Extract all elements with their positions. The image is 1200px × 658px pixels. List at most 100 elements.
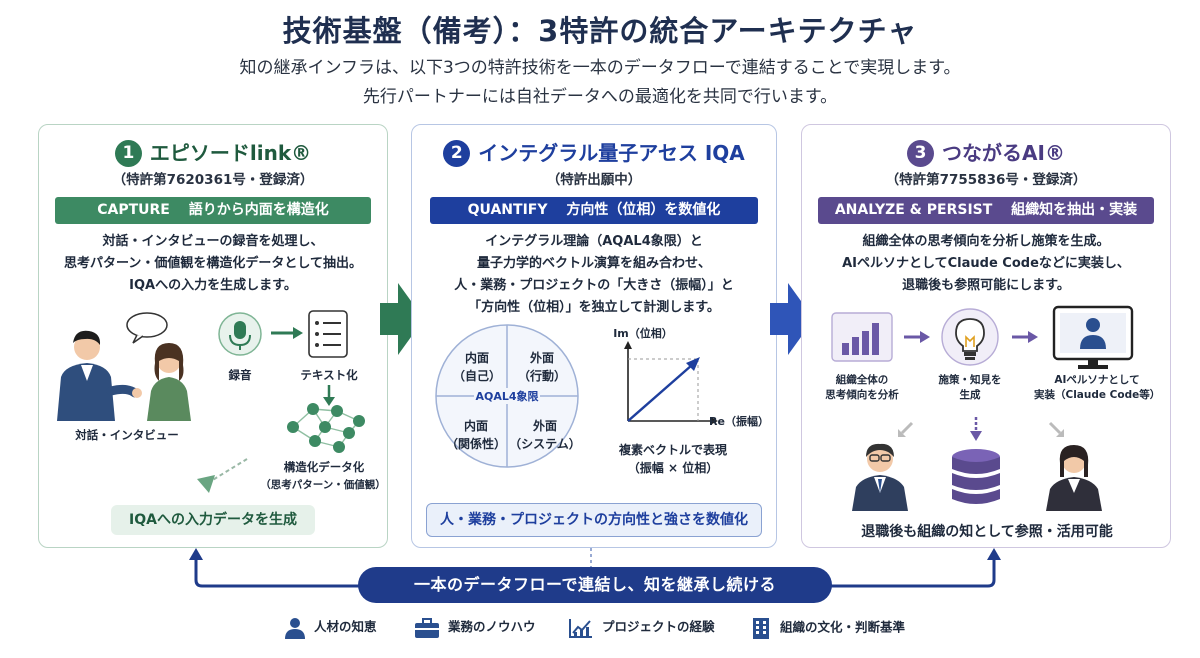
- page-title: 技術基盤（備考）：3特許の統合アーキテクチャ: [282, 14, 918, 48]
- label-dialog: 対話・インタビュー: [75, 428, 179, 442]
- page-subtitle: 知の継承インフラは、以下3つの特許技術を一本のデータフローで連結することで実現し…: [0, 54, 1200, 112]
- panel2-heading: 2 インテグラル量子アセス IQA: [412, 137, 776, 167]
- vector-caption-1: 複素ベクトルで表現: [618, 443, 727, 457]
- label-persona-line: 実装（Claude Code等）: [1034, 389, 1161, 401]
- arrow-down-icon: [323, 385, 335, 406]
- label-policy-line: 生成: [959, 389, 981, 401]
- legend-item: 人材の知恵: [284, 616, 377, 639]
- label-record: 録音: [228, 368, 252, 382]
- legend-label: 組織の文化・判断基準: [780, 619, 906, 635]
- document-list-icon: [308, 310, 348, 358]
- panel3-description: 組織全体の思考傾向を分析し施策を生成。 AIペルソナとしてClaude Code…: [802, 231, 1170, 297]
- return-arrow-right: [830, 548, 1001, 588]
- arrow-right-icon: [271, 327, 303, 339]
- panel2-desc-line: 人・業務・プロジェクトの「大きさ（振幅）」と: [454, 278, 734, 293]
- panel-iqa: 2 インテグラル量子アセス IQA （特許出願中） QUANTIFY 方向性（位相…: [411, 124, 777, 548]
- legend: 人材の知恵 業務のノウハウ プロジェクトの経験 組織の文化・判断基準: [0, 612, 1200, 642]
- network-graph-icon: [287, 403, 365, 453]
- panel3-banner: ANALYZE & PERSIST 組織知を抽出・実装: [818, 197, 1154, 224]
- businesswoman-avatar-icon: [1046, 445, 1102, 511]
- panel1-footer: IQAへの入力データを生成: [111, 505, 315, 535]
- legend-label: プロジェクトの経験: [602, 619, 715, 634]
- quadrant-sublabel: （関係性）: [445, 437, 506, 451]
- label-struct: 構造化データ化: [283, 460, 365, 474]
- legend-label: 業務のノウハウ: [448, 619, 536, 634]
- quadrant-label: 外面: [529, 351, 554, 365]
- growth-chart-icon: [569, 618, 592, 638]
- database-icon: [952, 449, 1000, 504]
- quadrant-label: 内面: [463, 419, 488, 433]
- person-icon: [285, 617, 305, 639]
- panel2-banner: QUANTIFY 方向性（位相）を数値化: [430, 197, 758, 224]
- panel3-desc-line: 退職後も参照可能にします。: [902, 278, 1070, 293]
- quadrant-sublabel: （自己）: [452, 369, 501, 383]
- subtitle-line-1: 知の継承インフラは、以下3つの特許技術を一本のデータフローで連結することで実現し…: [239, 58, 961, 78]
- lightbulb-icon: [941, 308, 999, 366]
- panel3-desc-line: 組織全体の思考傾向を分析し施策を生成。: [862, 234, 1110, 249]
- quadrant-center-label: AQAL4象限: [475, 390, 539, 403]
- panel3-title: つながるAI®: [942, 141, 1065, 165]
- label-struct-sub: （思考パターン・価値観）: [260, 479, 386, 491]
- legend-item: 組織の文化・判断基準: [750, 616, 905, 640]
- legend-item: プロジェクトの経験: [568, 616, 715, 639]
- panel2-desc-line: 「方向性（位相）」を独立して計測します。: [468, 300, 720, 315]
- panel3-heading: 3 つながるAI®: [802, 137, 1170, 167]
- label-persona: AIペルソナとして 実装（Claude Code等）: [1034, 373, 1160, 403]
- panel1-banner: CAPTURE 語りから内面を構造化: [55, 197, 371, 224]
- panel3-patent: （特許第7755836号・登録済）: [885, 172, 1087, 188]
- panel-tsunagaru-ai: 3 つながるAI® （特許第7755836号・登録済） ANALYZE & PER…: [801, 124, 1171, 548]
- panel3-desc-line: AIペルソナとしてClaude Codeなどに実装し、: [842, 256, 1130, 271]
- label-analyze-line: 思考傾向を分析: [825, 389, 899, 401]
- dashed-arrow-icon: [197, 458, 248, 493]
- label-persona-line: AIペルソナとして: [1054, 374, 1140, 386]
- panel1-number-badge: 1: [114, 140, 142, 167]
- microphone-icon: [218, 312, 262, 356]
- vector-x-label: Re（振幅）: [709, 415, 769, 428]
- panel2-footer: 人・業務・プロジェクトの方向性と強さを数値化: [426, 503, 762, 537]
- arrow-diag-icon: [898, 421, 914, 437]
- dialog-people-icon: [57, 312, 191, 421]
- arrow-right-icon: [904, 331, 930, 343]
- quadrant-outer-behavior: 外面 （行動）: [512, 349, 572, 385]
- quadrant-label: 外面: [532, 419, 557, 433]
- panel2-patent: （特許出願中）: [546, 172, 642, 188]
- panel1-description: 対話・インタビューの録音を処理し、 思考パターン・価値観を構造化データとして抽出…: [39, 231, 387, 297]
- quadrant-inner-relation: 内面 （関係性）: [444, 417, 508, 453]
- panel2-desc-line: インテグラル理論（AQAL4象限）と: [485, 234, 703, 249]
- vector-y-label: Im（位相）: [613, 327, 673, 340]
- aqal-quadrant-circle: [435, 324, 579, 468]
- panel1-patent: （特許第7620361号・登録済）: [112, 172, 314, 188]
- label-text: テキスト化: [300, 368, 358, 382]
- panel-episode-link: 1 エピソードlink® （特許第7620361号・登録済） CAPTURE 語り…: [38, 124, 388, 548]
- panel3-footer: 退職後も組織の知として参照・活用可能: [861, 524, 1113, 540]
- panel1-desc-line: IQAへの入力を生成します。: [129, 278, 297, 293]
- panel3-number-badge: 3: [907, 140, 935, 167]
- panel2-description: インテグラル理論（AQAL4象限）と 量子力学的ベクトル演算を組み合わせ、 人・…: [412, 231, 776, 319]
- businessman-avatar-icon: [852, 443, 908, 511]
- vector-caption-2: （振幅 × 位相）: [627, 461, 719, 475]
- panel1-title: エピソードlink®: [149, 141, 312, 165]
- arrow-diag-icon: [1048, 421, 1064, 437]
- panel2-number-badge: 2: [443, 140, 471, 167]
- quadrant-outer-system: 外面 （システム）: [508, 417, 582, 453]
- legend-item: 業務のノウハウ: [414, 616, 536, 639]
- monitor-persona-icon: [1052, 305, 1134, 369]
- legend-label: 人材の知恵: [314, 619, 377, 634]
- complex-vector-plot: [624, 341, 718, 425]
- arrow-down-icon: [970, 417, 982, 441]
- label-policy-line: 施策・知見を: [938, 374, 1002, 386]
- quadrant-label: 内面: [464, 351, 489, 365]
- quadrant-sublabel: （行動）: [517, 369, 566, 383]
- panel1-desc-line: 対話・インタビューの録音を処理し、: [102, 234, 324, 249]
- label-analyze-line: 組織全体の: [835, 374, 889, 386]
- label-policy: 施策・知見を 生成: [918, 373, 1022, 403]
- building-icon: [753, 618, 769, 639]
- label-analyze: 組織全体の 思考傾向を分析: [812, 373, 912, 403]
- briefcase-icon: [415, 617, 439, 638]
- panel2-title: インテグラル量子アセス IQA: [478, 141, 745, 165]
- subtitle-line-2: 先行パートナーには自社データへの最適化を共同で行います。: [362, 87, 838, 107]
- arrow-right-icon: [1012, 331, 1038, 343]
- quadrant-sublabel: （システム）: [509, 437, 581, 451]
- panel1-heading: 1 エピソードlink®: [39, 137, 387, 167]
- panel1-desc-line: 思考パターン・価値観を構造化データとして抽出。: [64, 256, 362, 271]
